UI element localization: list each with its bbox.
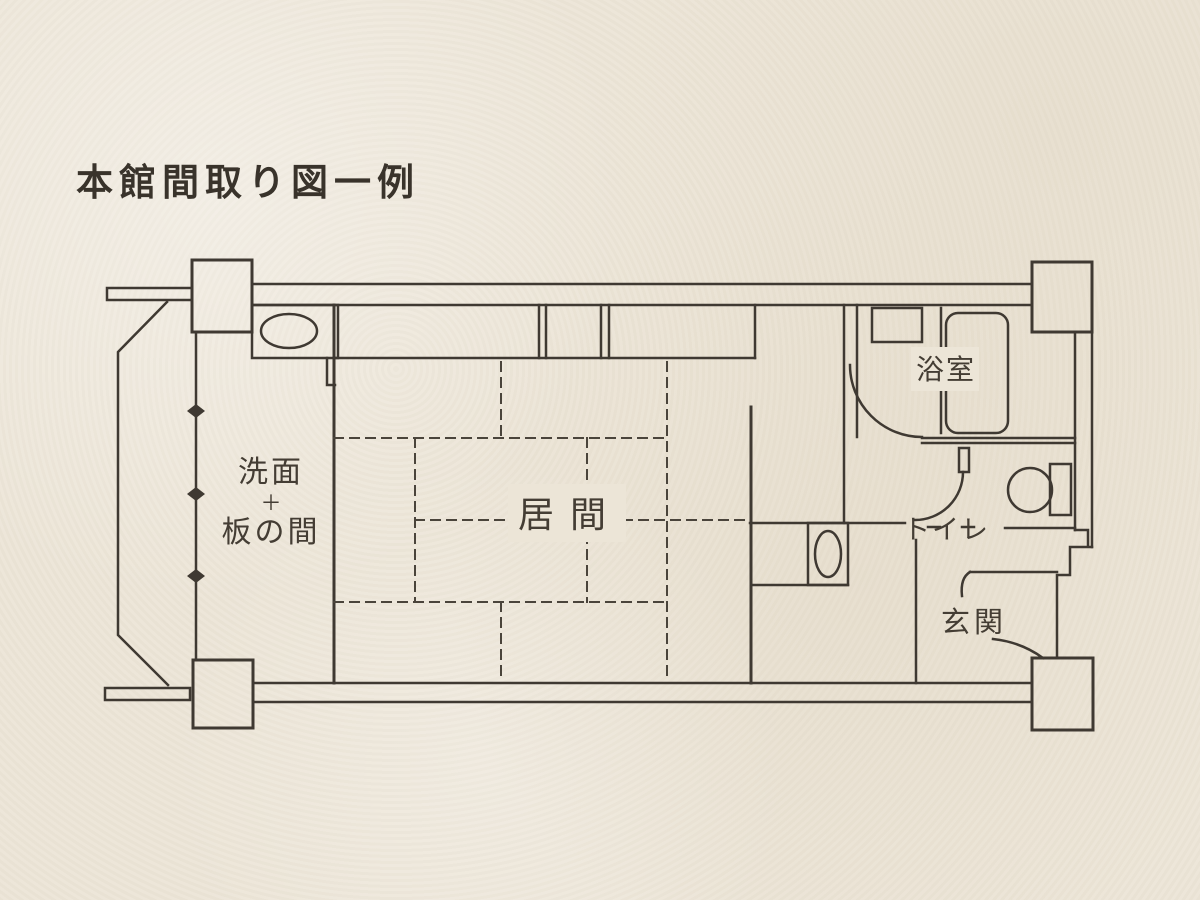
washbasin-counter: [250, 303, 340, 360]
closet-divider-2: [599, 303, 611, 360]
washbasin-bowl: [259, 312, 319, 350]
toilet-partition-stub: [957, 446, 971, 474]
washroom-area: [250, 303, 340, 387]
pillar-bottom-right: [1030, 656, 1095, 732]
entrance-area: [991, 637, 1045, 660]
counter-basin-box: [806, 521, 850, 587]
toilet-tank: [1048, 462, 1073, 517]
toilet-room: [913, 446, 1073, 522]
washroom-label-plus: ＋: [260, 491, 282, 515]
veranda-outer-edge: [116, 300, 170, 687]
washroom-label: 洗面 ＋ 板の間: [205, 456, 337, 550]
closet-divider-1: [537, 303, 548, 360]
veranda-rail-bottom: [103, 686, 192, 702]
window-joint-marks: [187, 404, 205, 583]
right-wall-step: [1055, 528, 1094, 660]
outer-walls: [250, 282, 1094, 704]
bath-floor-wall: [920, 436, 1077, 445]
washroom-label-line1: 洗面: [238, 456, 304, 489]
entrance-door-arc: [991, 637, 1045, 660]
bath-label: 浴室: [911, 347, 980, 391]
toilet-door-arc: [913, 470, 965, 522]
corridor-counter: [806, 521, 850, 587]
pillar-bottom-left: [191, 658, 255, 730]
pillar-top-right: [1030, 260, 1094, 334]
counter-basin-bowl: [813, 529, 843, 579]
veranda: [103, 286, 205, 702]
shower-pan: [870, 306, 924, 344]
bath-door-arc: [848, 363, 924, 439]
toilet-bowl: [1006, 466, 1054, 514]
toilet-label: トイレ: [903, 515, 990, 545]
entrance-label: 玄関: [941, 607, 1008, 639]
living-room-label: 居間: [508, 484, 627, 542]
doorway-end-curl: [960, 570, 972, 598]
counter-side-step: [325, 356, 337, 387]
pillar-top-left: [190, 258, 254, 334]
veranda-rail-top: [105, 286, 194, 302]
washroom-label-line2: 板の間: [221, 516, 321, 549]
page-title: 本館間取り図一例: [76, 163, 420, 204]
living-room-structure: [332, 303, 757, 685]
